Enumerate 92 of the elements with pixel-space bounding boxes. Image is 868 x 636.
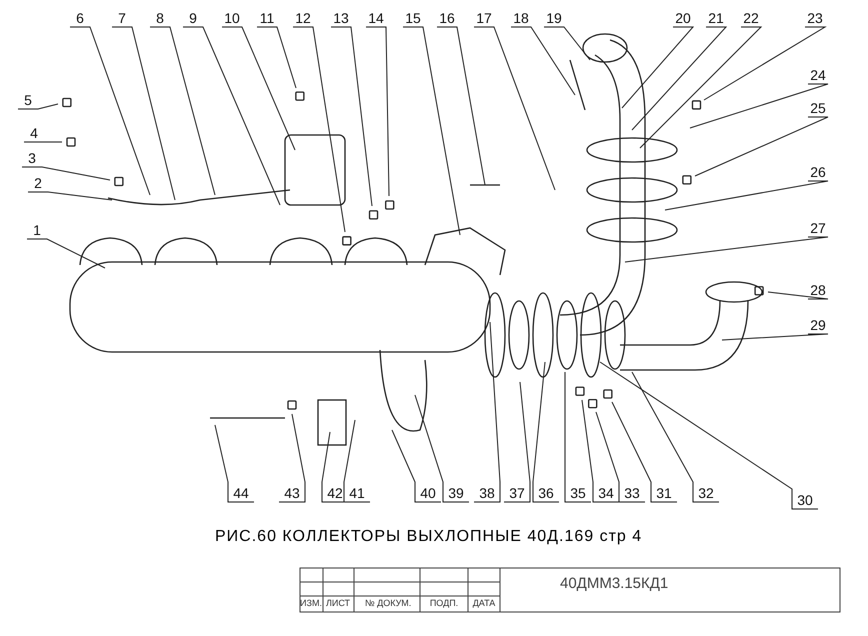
leader-line <box>278 414 306 502</box>
leader-line <box>582 400 620 502</box>
callout-number: 29 <box>807 317 829 333</box>
leader-line <box>474 26 556 190</box>
leader-line <box>510 26 576 96</box>
leader-line <box>664 180 828 210</box>
callout-number: 23 <box>804 10 826 26</box>
callout-number: 32 <box>695 485 717 501</box>
leader-line <box>694 116 828 176</box>
leader-line <box>18 104 58 110</box>
leader-line <box>322 432 348 502</box>
callout-number: 19 <box>543 10 565 26</box>
callout-number: 41 <box>346 485 368 501</box>
leader-line <box>22 166 110 180</box>
callout-number: 13 <box>330 10 352 26</box>
leader-line <box>622 26 694 108</box>
callout-number: 22 <box>740 10 762 26</box>
leader-line <box>632 26 728 130</box>
leader-line <box>112 26 176 200</box>
leader-line <box>504 382 530 502</box>
leader-line <box>182 26 280 206</box>
leader-line <box>564 372 592 502</box>
leader-line <box>26 238 106 268</box>
leader-line <box>436 26 486 186</box>
table-header: ДАТА <box>472 598 496 608</box>
callout-number: 28 <box>807 282 829 298</box>
callout-number: 18 <box>510 10 532 26</box>
leader-line <box>366 26 390 196</box>
leader-line <box>28 192 112 200</box>
leader-line <box>474 322 500 502</box>
callout-number: 12 <box>292 10 314 26</box>
leader-line <box>722 334 828 340</box>
callout-number: 16 <box>436 10 458 26</box>
leader-line <box>612 402 678 502</box>
leader-line <box>544 26 590 60</box>
callout-number: 31 <box>653 485 675 501</box>
callout-number: 34 <box>595 485 617 501</box>
leader-line <box>222 26 296 150</box>
leader-line <box>344 420 370 502</box>
callout-number: 8 <box>149 10 171 26</box>
callout-number: 35 <box>567 485 589 501</box>
callout-number: 36 <box>535 485 557 501</box>
callout-number: 25 <box>807 100 829 116</box>
callout-number: 2 <box>27 175 49 191</box>
callout-number: 20 <box>672 10 694 26</box>
leader-line <box>214 424 254 502</box>
table-header: ПОДП. <box>428 598 460 608</box>
callout-number: 37 <box>506 485 528 501</box>
callout-number: 5 <box>17 92 39 108</box>
callout-number: 38 <box>476 485 498 501</box>
callout-number: 11 <box>256 10 278 26</box>
leader-line <box>150 26 216 196</box>
callout-number: 39 <box>445 485 467 501</box>
callout-number: 26 <box>807 164 829 180</box>
callout-number: 10 <box>221 10 243 26</box>
callout-number: 44 <box>230 485 252 501</box>
drawing-code: 40ДММ3.15КД1 <box>560 575 668 592</box>
table-header: № ДОКУМ. <box>365 598 409 608</box>
callout-number: 42 <box>324 485 346 501</box>
leader-line <box>624 236 828 262</box>
callout-number: 17 <box>473 10 495 26</box>
leader-line <box>402 26 460 236</box>
callout-number: 3 <box>21 150 43 166</box>
callout-number: 30 <box>794 492 816 508</box>
callout-number: 15 <box>402 10 424 26</box>
leader-line <box>330 26 372 206</box>
leader-line <box>704 26 827 100</box>
leader-line <box>292 26 346 232</box>
figure-caption: РИС.60 КОЛЛЕКТОРЫ ВЫХЛОПНЫЕ 40Д.169 стр 4 <box>215 528 642 546</box>
leader-line <box>596 412 646 502</box>
leader-line <box>392 430 442 502</box>
callout-number: 24 <box>807 67 829 83</box>
leader-line <box>70 26 150 196</box>
callout-number: 27 <box>807 220 829 236</box>
callout-number: 7 <box>111 10 133 26</box>
callout-number: 14 <box>365 10 387 26</box>
leader-line <box>256 26 296 88</box>
leader-line <box>414 394 470 502</box>
leader-line <box>690 84 828 128</box>
callout-number: 4 <box>23 125 45 141</box>
callout-number: 6 <box>69 10 91 26</box>
leader-line <box>632 372 720 502</box>
callout-number: 9 <box>182 10 204 26</box>
callout-number: 43 <box>281 485 303 501</box>
leader-line <box>768 292 828 300</box>
callout-number: 1 <box>26 222 48 238</box>
callout-number: 21 <box>705 10 727 26</box>
callout-number: 33 <box>621 485 643 501</box>
leader-line <box>532 362 560 502</box>
callout-number: 40 <box>417 485 439 501</box>
leader-line <box>600 362 818 510</box>
leader-line <box>640 26 762 148</box>
